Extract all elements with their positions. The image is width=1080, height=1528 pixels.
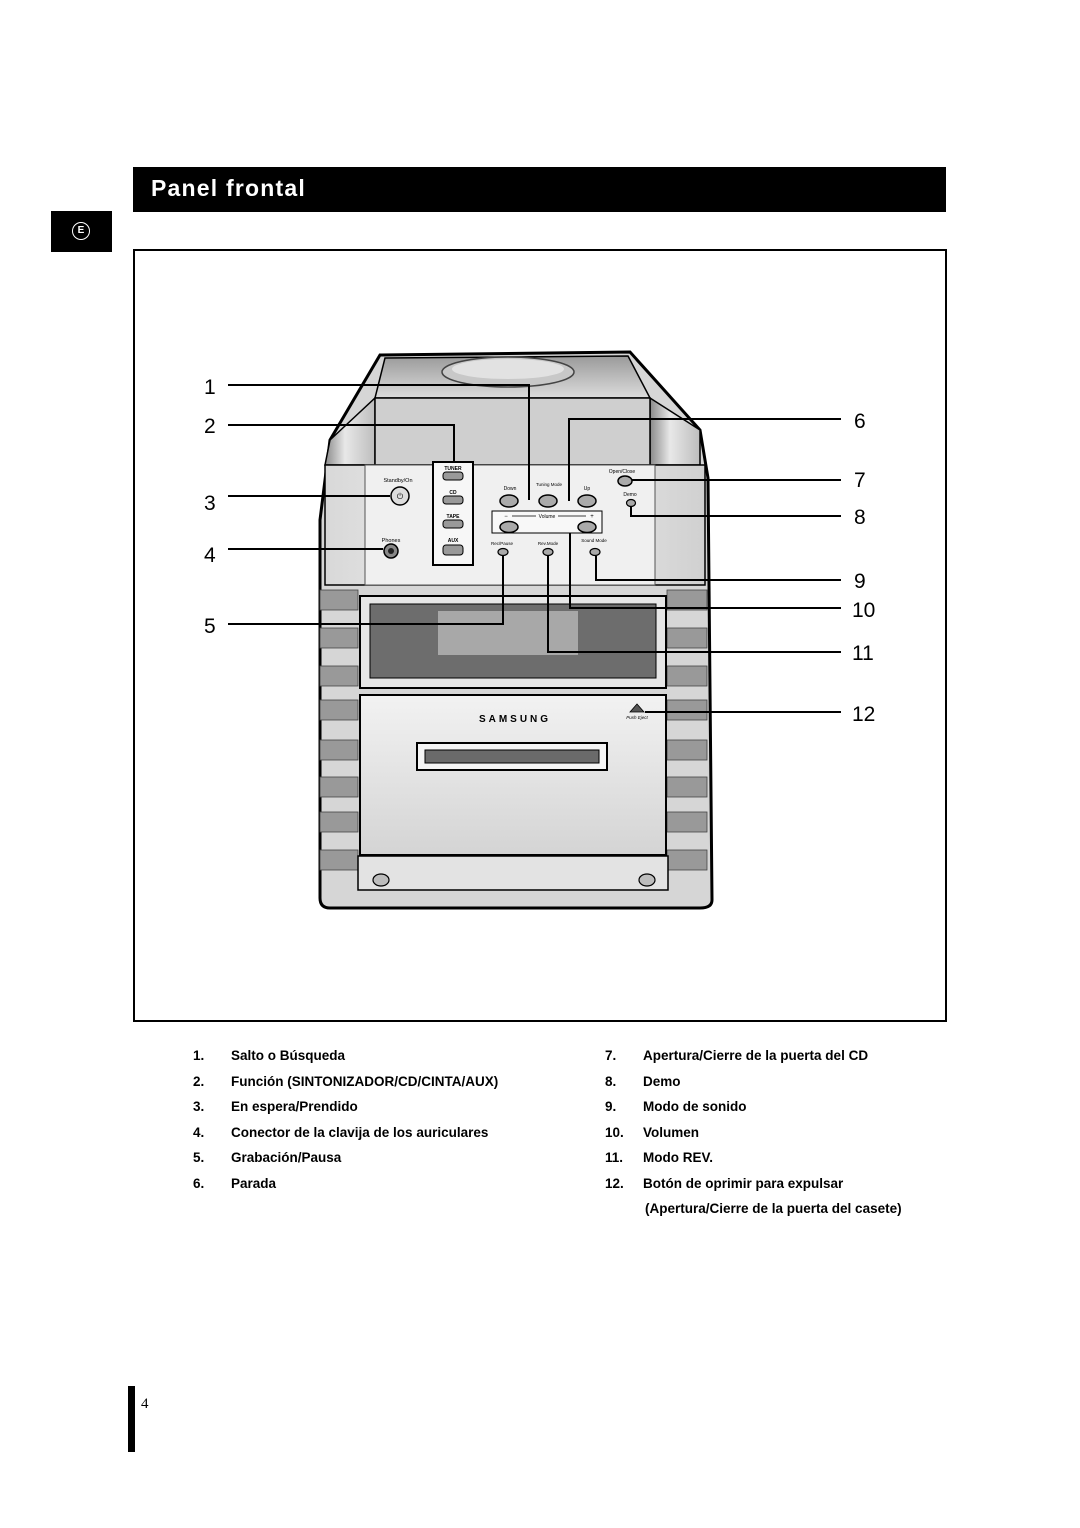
demo-label: Demo	[623, 492, 637, 498]
legend-text: Función (SINTONIZADOR/CD/CINTA/AUX)	[231, 1073, 499, 1089]
callout-12: 12	[852, 703, 875, 726]
callout-10: 10	[852, 599, 875, 622]
down-button	[499, 494, 519, 508]
open-close-label: Open/Close	[609, 469, 636, 475]
legend-item: 10. Volumen	[605, 1123, 945, 1149]
volume-plus: +	[590, 514, 594, 520]
legend-number: 1.	[193, 1048, 205, 1063]
legend-number: 9.	[605, 1099, 617, 1114]
legend-number: 10.	[605, 1124, 624, 1140]
callout-1: 1	[204, 376, 216, 399]
language-tab: E	[51, 211, 112, 252]
legend-text: Parada	[231, 1175, 277, 1191]
legend-item: 12. Botón de oprimir para expulsar	[605, 1174, 945, 1200]
legend-item: 4. Conector de la clavija de los auricula…	[193, 1123, 573, 1149]
volume-down-button	[499, 520, 519, 534]
sound-mode-button	[589, 547, 601, 557]
cd-label: CD	[449, 490, 457, 496]
legend-continuation: (Apertura/Cierre de la puerta del casete…	[605, 1199, 945, 1225]
section-header: Panel frontal	[133, 167, 946, 212]
callout-9: 9	[854, 570, 866, 593]
legend-text: Modo REV.	[643, 1150, 714, 1165]
callout-11: 11	[852, 642, 874, 665]
push-eject-label: Push Eject	[626, 715, 648, 720]
legend-text: Apertura/Cierre de la puerta del CD	[643, 1048, 869, 1063]
legend-number: 12.	[605, 1175, 624, 1191]
volume-strip	[491, 510, 603, 534]
standby-button	[390, 486, 410, 506]
legend-number: 8.	[605, 1073, 617, 1089]
legend-text: Conector de la clavija de los auriculare…	[231, 1124, 489, 1140]
callout-6: 6	[854, 410, 866, 433]
rev-mode-label: Rev.Mode	[538, 541, 559, 546]
volume-label: Volume	[539, 514, 556, 520]
left-side-stripes	[319, 589, 359, 871]
volume-minus: −	[504, 514, 508, 520]
rev-mode-button	[542, 547, 554, 557]
aux-label: AUX	[448, 538, 459, 544]
legend-number: 6.	[193, 1175, 205, 1191]
callout-7: 7	[854, 469, 866, 492]
legend-item: 3. En espera/Prendido	[193, 1097, 573, 1123]
legend-right-column: 7. Apertura/Cierre de la puerta del CD 8.…	[605, 1046, 945, 1225]
page-marker	[128, 1386, 135, 1452]
legend-text: Botón de oprimir para expulsar	[643, 1175, 844, 1191]
legend-text: Modo de sonido	[643, 1099, 747, 1114]
volume-up-button	[577, 520, 597, 534]
legend-number: 4.	[193, 1124, 205, 1140]
tuning-mode-label: Tuning Mode	[536, 482, 563, 487]
open-close-button	[617, 475, 633, 487]
power-icon: ⏻	[397, 492, 404, 501]
up-label: Up	[584, 486, 591, 492]
rec-pause-button	[497, 547, 509, 557]
tuner-label: TUNER	[444, 466, 462, 472]
demo-button	[625, 498, 637, 508]
legend-item: 5. Grabación/Pausa	[193, 1148, 573, 1174]
legend-item: 8. Demo	[605, 1072, 945, 1098]
legend-text: Salto o Búsqueda	[231, 1048, 346, 1063]
up-button	[577, 494, 597, 508]
legend-item: 11. Modo REV.	[605, 1148, 945, 1174]
right-side-stripes	[666, 589, 708, 871]
legend-item: 2. Función (SINTONIZADOR/CD/CINTA/AUX)	[193, 1072, 573, 1098]
legend-item: 9. Modo de sonido	[605, 1097, 945, 1123]
legend-item: 7. Apertura/Cierre de la puerta del CD	[605, 1046, 945, 1072]
legend-number: 11.	[605, 1150, 624, 1165]
page-number: 4	[141, 1396, 149, 1412]
down-label: Down	[504, 486, 517, 492]
tape-label: TAPE	[447, 514, 461, 520]
rec-pause-label: Rec/Pause	[491, 541, 514, 546]
callout-numbers: 1 2 3 4 5 6 7 8 9 10 11 12	[204, 376, 875, 726]
sound-mode-label: Sound Mode	[581, 538, 607, 543]
legend-text: En espera/Prendido	[231, 1099, 358, 1114]
brand-logo: SAMSUNG	[479, 714, 551, 725]
legend-text: Grabación/Pausa	[231, 1150, 342, 1165]
callout-4: 4	[204, 544, 216, 567]
legend-text: Demo	[643, 1073, 681, 1089]
standby-label: Standby/On	[383, 478, 412, 484]
page-title: Panel frontal	[151, 175, 306, 201]
eject-icon	[629, 703, 645, 713]
callout-2: 2	[204, 415, 216, 438]
cassette-door	[359, 694, 667, 856]
legend-number: 3.	[193, 1099, 205, 1114]
legend-text: Volumen	[643, 1124, 700, 1140]
legend-item: 1. Salto o Búsqueda	[193, 1046, 573, 1072]
device-base	[357, 855, 669, 891]
legend-number: 5.	[193, 1150, 205, 1165]
legend-text: (Apertura/Cierre de la puerta del casete…	[645, 1201, 902, 1216]
callout-8: 8	[854, 506, 866, 529]
phones-label: Phones	[382, 538, 401, 544]
language-badge: E	[72, 222, 90, 240]
legend-left-column: 1. Salto o Búsqueda 2. Función (SINTONIZAD…	[193, 1046, 573, 1199]
legend-number: 2.	[193, 1073, 205, 1089]
legend-number: 7.	[605, 1048, 617, 1063]
callout-3: 3	[204, 492, 216, 515]
stop-button	[538, 494, 558, 508]
leader-lines	[228, 384, 841, 713]
legend-item: 6. Parada	[193, 1174, 573, 1200]
callout-5: 5	[204, 615, 216, 638]
